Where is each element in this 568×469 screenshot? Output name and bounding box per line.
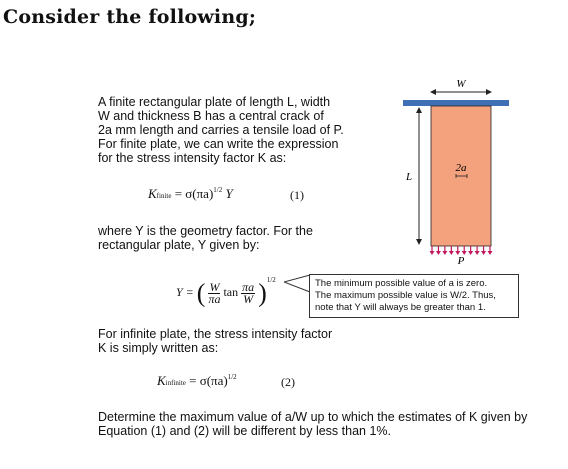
callout-line-2: The maximum possible value is W/2. Thus, (315, 290, 496, 301)
intro-line-5: for the stress intensity factor K as: (98, 151, 287, 165)
eq2-k-symbol: K (157, 373, 166, 388)
load-arrow (448, 246, 454, 255)
intro-line-1: A finite rectangular plate of length L, … (98, 95, 331, 109)
eq1-rhs: = σ(πa) (174, 186, 214, 201)
load-arrow (487, 246, 493, 255)
load-arrow (481, 246, 487, 255)
intro-line-2: W and thickness B has a central crack of (98, 109, 324, 123)
where-line-2: rectangular plate, Y given by: (98, 238, 260, 252)
eqy-right-paren: ) (258, 278, 267, 308)
eq1-exponent: 1/2 (213, 186, 223, 194)
crack-mark (455, 174, 468, 178)
eqy-exponent: 1/2 (266, 276, 276, 284)
load-arrow (468, 246, 474, 255)
infinite-line-2: K is simply written as: (98, 341, 219, 355)
eqy-frac1-den: πa (208, 291, 221, 306)
eq1-factor: Y (225, 186, 233, 201)
infinite-paragraph: For infinite plate, the stress intensity… (98, 327, 398, 355)
intro-line-3: 2a mm length and carries a tensile load … (98, 123, 344, 137)
load-arrow (435, 246, 441, 255)
load-arrow (429, 246, 435, 255)
equation-1-number: (1) (290, 188, 304, 202)
tensile-load-arrows (429, 246, 493, 255)
width-label: W (456, 78, 466, 90)
load-arrow (455, 246, 461, 255)
question-paragraph: Determine the maximum value of a/W up to… (98, 410, 558, 438)
eq2-exponent: 1/2 (227, 373, 237, 381)
eqy-left-paren: ( (196, 278, 206, 308)
where-paragraph: where Y is the geometry factor. For the … (98, 224, 368, 252)
intro-paragraph: A finite rectangular plate of length L, … (98, 95, 368, 165)
equation-2-number: (2) (281, 375, 295, 389)
eqy-lhs: Y = (176, 285, 194, 299)
load-label: P (457, 255, 465, 267)
eqy-frac1-num: W (208, 279, 221, 294)
crack-label: 2a (456, 162, 468, 174)
load-arrow (442, 246, 448, 255)
question-line-1: Determine the maximum value of a/W up to… (98, 410, 528, 424)
intro-line-4: For finite plate, we can write the expre… (98, 137, 339, 151)
page-heading: Consider the following; (3, 6, 257, 28)
eqy-tan: tan (223, 285, 239, 299)
callout-box: The minimum possible value of a is zero.… (309, 274, 519, 318)
callout-line-3: note that Y will always be greater than … (315, 302, 486, 313)
eq2-k-subscript: infinite (165, 379, 186, 387)
where-line-1: where Y is the geometry factor. For the (98, 224, 313, 238)
eq2-rhs: = σ(πa) (189, 373, 228, 388)
question-line-2: Equation (1) and (2) will be different b… (98, 424, 391, 438)
callout-line-1: The minimum possible value of a is zero. (315, 278, 488, 289)
eqy-frac2-num: πa (241, 279, 256, 294)
top-support-bar (403, 100, 509, 106)
load-arrow (461, 246, 467, 255)
eqy-frac2-den: W (243, 291, 254, 306)
equation-2: Kinfinite = σ(πa)1/2 (157, 373, 237, 389)
eq1-k-symbol: K (148, 186, 157, 201)
load-arrow (474, 246, 480, 255)
eq1-k-subscript: finite (156, 192, 172, 200)
infinite-line-1: For infinite plate, the stress intensity… (98, 327, 333, 341)
length-label: L (405, 171, 412, 183)
equation-1: Kfinite = σ(πa)1/2 Y (148, 186, 233, 202)
plate-figure: W L 2a P (403, 78, 509, 267)
